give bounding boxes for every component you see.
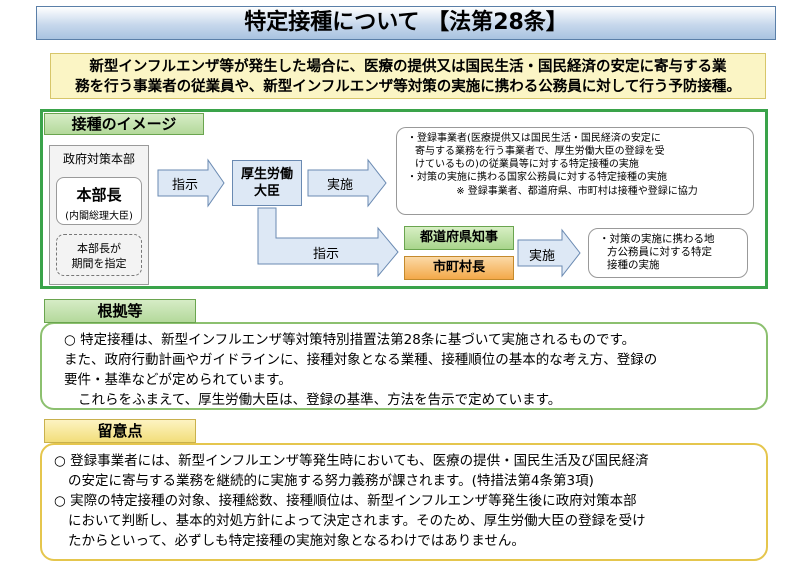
bubble1-note: ※ 登録事業者、都道府県、市町村は接種や登録に協力 bbox=[456, 186, 698, 197]
image-section-tab: 接種のイメージ bbox=[44, 113, 204, 135]
arrow-instruct-1-label: 指示 bbox=[171, 178, 198, 193]
arrow-instruct-1 bbox=[157, 158, 225, 208]
registered-business-bubble: ・登録事業者(医療提供又は国民生活・国民経済の安定に 寄与する業務を行う事業者で… bbox=[396, 127, 754, 215]
basis-tab: 根拠等 bbox=[44, 299, 196, 323]
notes-line-5: たからといって、必ずしも特定接種の実施対象となるわけではありません。 bbox=[68, 533, 525, 549]
arrow-instruct-2 bbox=[257, 207, 399, 278]
basis-line-4: これらをふまえて、厚生労働大臣は、登録の基準、方法を告示で定めています。 bbox=[78, 392, 562, 408]
notes-tab: 留意点 bbox=[44, 419, 196, 443]
basis-line-2: また、政府行動計画やガイドラインに、接種対象となる業種、接種順位の基本的な考え方… bbox=[64, 352, 658, 368]
arrow-implement-2-label: 実施 bbox=[528, 249, 555, 264]
intro-box: 新型インフルエンザ等が発生した場合に、医療の提供又は国民生活・国民経済の安定に寄… bbox=[50, 53, 766, 99]
arrow-implement-1-label: 実施 bbox=[326, 178, 353, 193]
arrow-implement-1 bbox=[307, 158, 387, 208]
prefecture-governor-box: 都道府県知事 bbox=[404, 226, 514, 250]
hq-chief-sub: (内閣総理大臣) bbox=[65, 211, 133, 222]
hq-chief-box: 本部長 (内閣総理大臣) bbox=[56, 177, 142, 225]
bubble1-line-3: けているもの)の従業員等に対する特定接種の実施 bbox=[415, 159, 639, 170]
hq-note-line-1: 本部長が bbox=[77, 242, 121, 255]
basis-box: ○ 特定接種は、新型インフルエンザ等対策特別措置法第28条に基づいて実施されるも… bbox=[40, 322, 768, 410]
minister-line-2: 大臣 bbox=[253, 184, 280, 199]
basis-line-3: 要件・基準などが定められています。 bbox=[64, 372, 292, 388]
notes-line-1: ○ 登録事業者には、新型インフルエンザ等発生時においても、医療の提供・国民生活及… bbox=[54, 453, 649, 469]
arrow-instruct-2-label: 指示 bbox=[312, 247, 339, 262]
intro-line-1: 新型インフルエンザ等が発生した場合に、医療の提供又は国民生活・国民経済の安定に寄… bbox=[89, 59, 727, 75]
basis-line-1: ○ 特定接種は、新型インフルエンザ等対策特別措置法第28条に基づいて実施されるも… bbox=[64, 332, 636, 348]
bubble1-line-1: ・登録事業者(医療提供又は国民生活・国民経済の安定に bbox=[407, 133, 661, 144]
bubble2-line-3: 接種の実施 bbox=[607, 259, 660, 271]
minister-line-1: 厚生労働 bbox=[240, 167, 293, 182]
notes-box: ○ 登録事業者には、新型インフルエンザ等発生時においても、医療の提供・国民生活及… bbox=[40, 443, 768, 561]
bubble1-line-4: ・対策の実施に携わる国家公務員に対する特定接種の実施 bbox=[407, 172, 667, 183]
bubble2-line-1: ・対策の実施に携わる地 bbox=[599, 233, 715, 245]
hq-chief-label: 本部長 bbox=[76, 186, 122, 204]
arrow-implement-2 bbox=[517, 228, 581, 278]
minister-box: 厚生労働 大臣 bbox=[232, 160, 302, 206]
intro-line-2: 務を行う事業者の従業員や、新型インフルエンザ等対策の実施に携わる公務員に対して行… bbox=[75, 79, 741, 95]
image-section bbox=[40, 109, 768, 289]
notes-line-3: ○ 実際の特定接種の対象、接種総数、接種順位は、新型インフルエンザ等発生後に政府… bbox=[54, 493, 637, 509]
local-official-bubble: ・対策の実施に携わる地 方公務員に対する特定 接種の実施 bbox=[588, 228, 748, 278]
municipality-mayor-box: 市町村長 bbox=[404, 256, 514, 280]
bubble2-line-2: 方公務員に対する特定 bbox=[607, 246, 712, 258]
page-title: 特定接種について 【法第28条】 bbox=[36, 6, 776, 40]
notes-line-4: において判断し、基本的対処方針によって決定されます。そのため、厚生労働大臣の登録… bbox=[68, 513, 646, 529]
bubble1-line-2: 寄与する業務を行う事業者で、厚生労働大臣の登録を受 bbox=[415, 146, 665, 157]
hq-note-line-2: 期間を指定 bbox=[71, 257, 127, 270]
hq-title: 政府対策本部 bbox=[62, 152, 135, 166]
hq-note: 本部長が 期間を指定 bbox=[56, 234, 142, 276]
notes-line-2: の安定に寄与する業務を継続的に実施する努力義務が課されます。(特措法第4条第3項… bbox=[68, 473, 594, 489]
